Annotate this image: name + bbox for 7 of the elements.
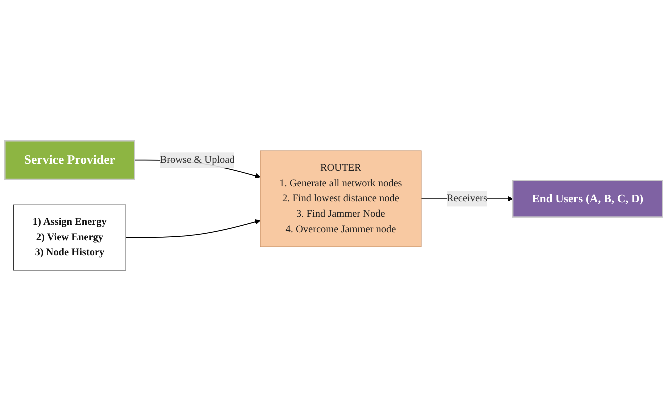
arrow <box>126 220 261 238</box>
node-box: ROUTER 1. Generate all network nodes 2. Find lowest distance node 3. Find Jammer Node 4. Overcome Jammer node <box>260 150 422 248</box>
edge-label: Browse & Upload <box>160 154 235 166</box>
node-box: 1) Assign Energy 2) View Energy 3) Node History <box>13 205 126 271</box>
node-box: End Users (A, B, C, D) <box>512 180 664 218</box>
node-box: Service Provider <box>4 140 136 180</box>
edge-label: Receivers <box>447 194 488 204</box>
